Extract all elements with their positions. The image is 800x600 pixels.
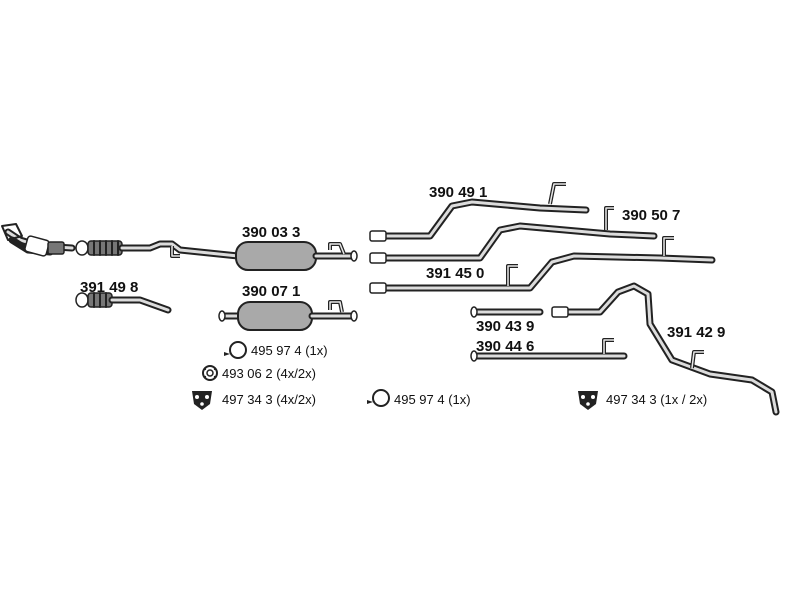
rear-pipe-390-50-7: [369, 206, 658, 264]
part-label-391-49-8: 391 49 8: [80, 279, 139, 296]
part-label-390-44-6: 390 44 6: [476, 338, 535, 355]
rear-pipe-391-45-0: [369, 236, 716, 294]
accessory-label-gasket: 493 06 2 (4x/2x): [222, 366, 316, 381]
part-label-390-50-7: 390 50 7: [622, 207, 681, 224]
middle-silencer-a: [235, 241, 358, 271]
part-label-390-49-1: 390 49 1: [429, 184, 488, 201]
middle-silencer-b: [218, 300, 358, 331]
pipe-390-44-6: [470, 338, 628, 362]
clamp-ring-icon: [224, 341, 247, 359]
tail-pipe-391-42-9: [551, 282, 780, 416]
part-label-390-07-1: 390 07 1: [242, 283, 301, 300]
rubber-mount-icon: [578, 391, 598, 410]
part-label-390-03-3: 390 03 3: [242, 224, 301, 241]
front-pipe: [75, 240, 242, 260]
accessory-label-mount-right: 497 34 3 (1x / 2x): [606, 392, 708, 407]
accessory-label-mount-left: 497 34 3 (4x/2x): [222, 392, 316, 407]
pipe-391-49-8: [75, 292, 172, 314]
accessory-label-clamp-mid: 495 97 4 (1x): [394, 392, 471, 407]
rubber-mount-icon: [192, 391, 212, 410]
clamp-ring-icon: [367, 389, 390, 407]
part-label-390-43-9: 390 43 9: [476, 318, 535, 335]
accessory-label-clamp-left: 495 97 4 (1x): [251, 343, 328, 358]
part-label-391-45-0: 391 45 0: [426, 265, 485, 282]
pipe-390-43-9: [470, 306, 544, 318]
gasket-icon: [202, 365, 218, 381]
part-label-391-42-9: 391 42 9: [667, 324, 726, 341]
rear-pipe-390-49-1: [369, 182, 590, 242]
front-downpipe: [1, 223, 76, 257]
